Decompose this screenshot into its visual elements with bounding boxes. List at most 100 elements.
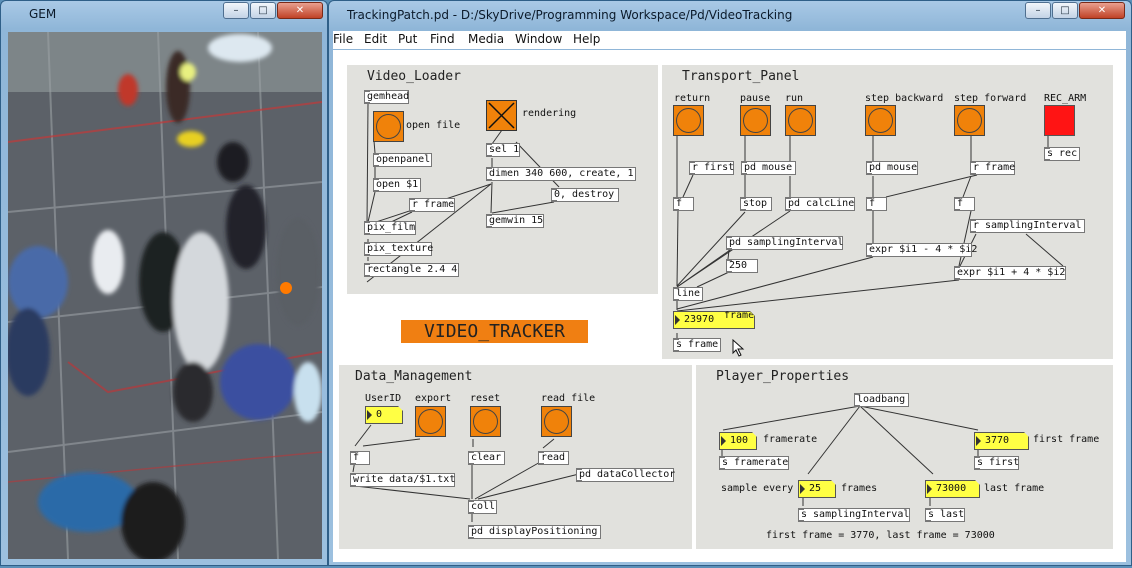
f-step-forward[interactable]: f xyxy=(954,197,975,211)
userid-label: UserID xyxy=(365,393,402,404)
open-message[interactable]: open $1 xyxy=(373,178,421,192)
f-step-back[interactable]: f xyxy=(866,197,887,211)
menu-media[interactable]: Media xyxy=(468,32,505,46)
return-bang[interactable] xyxy=(673,105,704,136)
f-return[interactable]: f xyxy=(673,197,694,211)
rec-arm-toggle[interactable] xyxy=(1044,105,1075,136)
rendering-label: rendering xyxy=(522,108,577,119)
gem-maximize-button[interactable]: □ xyxy=(250,2,276,19)
menu-help[interactable]: Help xyxy=(573,32,601,46)
gemhead-object[interactable]: gemhead xyxy=(364,90,409,104)
s-framerate-object[interactable]: s framerate xyxy=(719,456,789,470)
s-first-object[interactable]: s first xyxy=(974,456,1019,470)
mouse-cursor-icon xyxy=(732,339,745,357)
s-rec-object[interactable]: s rec xyxy=(1044,147,1080,161)
sampling-interval-value: 25 xyxy=(809,483,822,494)
gem-video-render[interactable] xyxy=(8,32,322,559)
frame-label: frame xyxy=(724,310,755,321)
read-file-bang[interactable] xyxy=(541,406,572,437)
run-label: run xyxy=(785,93,804,104)
userid-number-box[interactable]: 0 xyxy=(365,406,403,424)
menu-file[interactable]: File xyxy=(333,32,354,46)
toggle-x-mark xyxy=(488,102,515,129)
framerate-number-box[interactable]: 100 xyxy=(719,432,757,450)
pd-mouse-pause[interactable]: pd mouse xyxy=(741,161,796,175)
menu-find[interactable]: Find xyxy=(430,32,455,46)
data-management-panel xyxy=(339,365,692,549)
gem-minimize-button[interactable]: – xyxy=(223,2,249,19)
userid-value: 0 xyxy=(376,409,383,420)
return-label: return xyxy=(674,93,711,104)
last-frame-label: last frame xyxy=(984,483,1045,494)
frame-value: 23970 xyxy=(684,314,715,325)
f-userid[interactable]: f xyxy=(350,451,370,465)
stop-message[interactable]: stop xyxy=(740,197,772,211)
run-bang[interactable] xyxy=(785,105,816,136)
r-frame-transport[interactable]: r frame xyxy=(970,161,1015,175)
pd-calcline-object[interactable]: pd calcLine xyxy=(785,197,855,211)
pd-title-bar[interactable]: TrackingPatch.pd - D:/SkyDrive/Programmi… xyxy=(329,1,1131,29)
line-object[interactable]: line xyxy=(673,287,703,301)
reset-bang[interactable] xyxy=(470,406,501,437)
loadbang-object[interactable]: loadbang xyxy=(854,393,909,407)
read-message[interactable]: read xyxy=(538,451,569,465)
sampling-interval-number-box[interactable]: 25 xyxy=(798,480,836,498)
gem-close-button[interactable]: ✕ xyxy=(277,2,323,19)
dimen-create-message[interactable]: dimen 340 600, create, 1 xyxy=(486,167,636,181)
expr-step-back[interactable]: expr $i1 - 4 * $i2 xyxy=(866,243,977,257)
s-last-object[interactable]: s last xyxy=(925,508,965,522)
export-bang[interactable] xyxy=(415,406,446,437)
clear-message[interactable]: clear xyxy=(468,451,505,465)
last-frame-number-box[interactable]: 73000 xyxy=(925,480,980,498)
rectangle-object[interactable]: rectangle 2.4 4 xyxy=(364,263,459,277)
patch-canvas[interactable]: Video_Loader gemhead open file openpanel… xyxy=(333,50,1126,562)
patch-cords xyxy=(352,103,1064,522)
r-sampling-interval-object[interactable]: r samplingInterval xyxy=(970,219,1085,233)
step-forward-bang[interactable] xyxy=(954,105,985,136)
gem-title-bar[interactable]: GEM – □ ✕ xyxy=(1,1,327,29)
framerate-value: 100 xyxy=(730,435,749,446)
gemwin-object[interactable]: gemwin 15 xyxy=(486,214,544,228)
frame-number-box[interactable]: 23970 frame xyxy=(673,311,755,329)
rec-arm-label: REC_ARM xyxy=(1044,93,1087,104)
reset-label: reset xyxy=(470,393,501,404)
pd-sampling-interval-object[interactable]: pd samplingInterval xyxy=(726,236,843,250)
r-first-object[interactable]: r first xyxy=(689,161,734,175)
step-backward-label: step backward xyxy=(865,93,944,104)
tracker-dot xyxy=(280,282,292,294)
video-frame-image xyxy=(8,32,322,559)
openpanel-object[interactable]: openpanel xyxy=(373,153,432,167)
msg-250[interactable]: 250 xyxy=(726,259,758,273)
rendering-toggle[interactable] xyxy=(486,100,517,131)
destroy-message[interactable]: 0, destroy xyxy=(551,188,619,202)
sel-object[interactable]: sel 1 xyxy=(486,143,520,157)
pix-texture-object[interactable]: pix_texture xyxy=(364,242,433,256)
write-message[interactable]: write data/$1.txt xyxy=(350,473,455,487)
pd-displaypositioning-object[interactable]: pd displayPositioning xyxy=(468,525,601,539)
menu-window[interactable]: Window xyxy=(515,32,563,46)
gem-window-title: GEM xyxy=(29,7,57,21)
s-frame-object[interactable]: s frame xyxy=(673,338,721,352)
expr-step-forward[interactable]: expr $i1 + 4 * $i2 xyxy=(954,266,1066,280)
pause-bang[interactable] xyxy=(740,105,771,136)
pd-datacollector-object[interactable]: pd dataCollector xyxy=(576,468,675,482)
menu-edit[interactable]: Edit xyxy=(364,32,388,46)
first-frame-label: first frame xyxy=(1033,434,1100,445)
r-frame-object-loader[interactable]: r frame xyxy=(409,198,455,212)
transport-panel-title: Transport_Panel xyxy=(682,69,800,84)
pd-close-button[interactable]: ✕ xyxy=(1079,2,1125,19)
first-frame-number-box[interactable]: 3770 xyxy=(974,432,1029,450)
pd-maximize-button[interactable]: □ xyxy=(1052,2,1078,19)
framerate-label: framerate xyxy=(763,434,818,445)
coll-object[interactable]: coll xyxy=(468,500,497,514)
pd-mouse-back[interactable]: pd mouse xyxy=(866,161,918,175)
pix-film-object[interactable]: pix_film xyxy=(364,221,416,235)
s-sampling-interval-object[interactable]: s samplingInterval xyxy=(798,508,910,522)
step-backward-bang[interactable] xyxy=(865,105,896,136)
pd-minimize-button[interactable]: – xyxy=(1025,2,1051,19)
menu-put[interactable]: Put xyxy=(398,32,418,46)
video-tracker-banner: VIDEO_TRACKER xyxy=(401,320,588,343)
open-file-bang[interactable] xyxy=(373,111,404,142)
open-file-label: open file xyxy=(406,120,461,131)
gem-window: GEM – □ ✕ xyxy=(0,0,328,566)
